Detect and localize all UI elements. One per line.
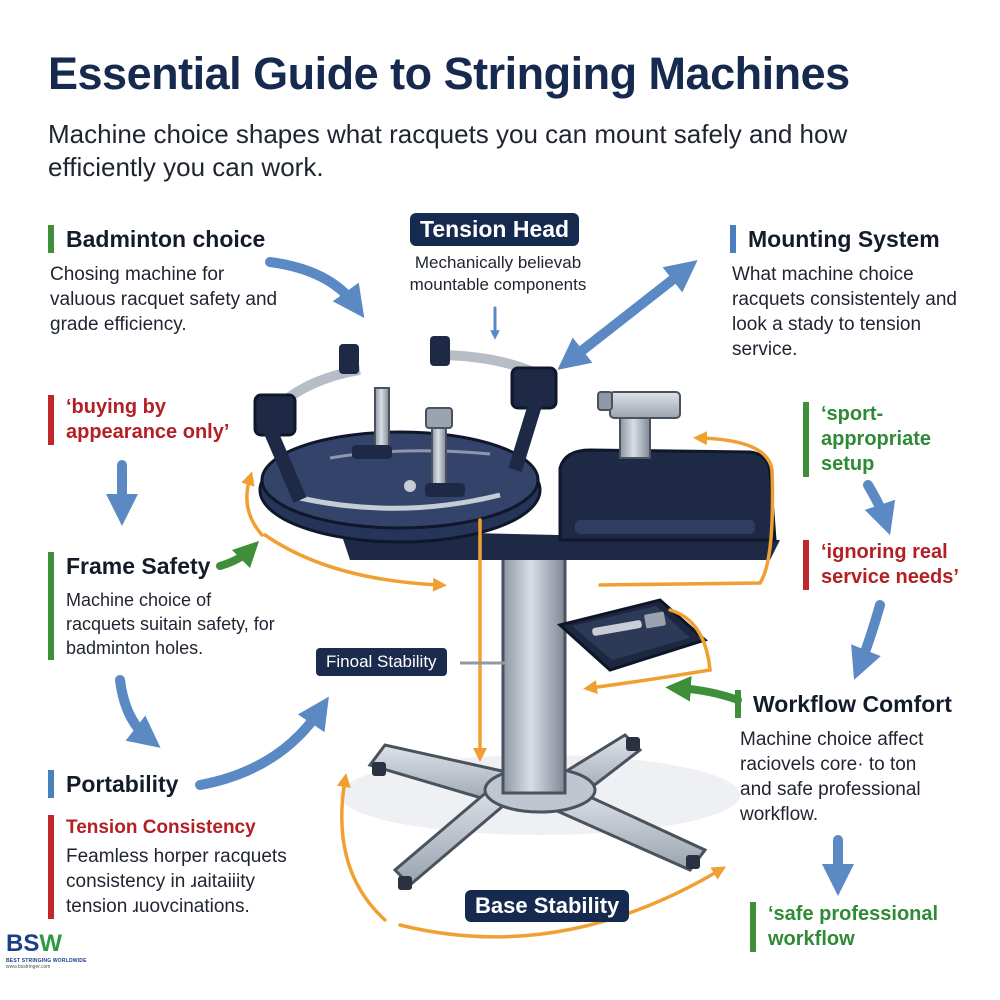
warning-safe-text: ‘safe professional workflow <box>768 903 939 950</box>
badminton-choice-block: Badminton choice <box>48 225 265 253</box>
page-subtitle: Machine choice shapes what racquets you … <box>48 119 848 182</box>
warning-safe-block: ‘safe professional workflow <box>750 902 968 952</box>
base-stability-label: Base Stability <box>475 893 620 918</box>
frame-safety-desc: Machine choice of racquets suitain safet… <box>66 590 275 658</box>
warning-sport-text: ‘sport-appropriate setup <box>821 403 932 475</box>
bsw-logo-name: BEST STRINGING WORLDWIDE <box>6 958 87 964</box>
final-stability-label: Finoal Stability <box>326 652 437 671</box>
page-title: Essential Guide to Stringing Machines <box>48 48 850 99</box>
tension-head-badge: Tension Head <box>410 213 580 246</box>
tension-consistency-block: Tension Consistency Feamless horper racq… <box>48 815 306 919</box>
base-stability-badge: Base Stability <box>465 890 630 922</box>
warning-buying-block: ‘buying by appearance only’ <box>48 395 276 445</box>
tension-head-desc: Mechanically believab mountable componen… <box>409 253 587 294</box>
portability-title: Portability <box>66 771 179 797</box>
frame-safety-title: Frame Safety <box>66 553 211 579</box>
mounting-system-desc: What machine choice racquets consistente… <box>732 264 957 360</box>
portability-block: Portability <box>48 770 178 798</box>
workflow-comfort-block: Workflow Comfort <box>735 690 952 718</box>
final-stability-badge: Finoal Stability <box>316 648 447 676</box>
machine-pole <box>501 543 567 795</box>
mounting-system-title: Mounting System <box>748 226 940 252</box>
bsw-logo: BSW BEST STRINGING WORLDWIDE www.bsstrin… <box>6 930 96 970</box>
tension-head-housing <box>558 391 777 542</box>
arrow-workflow-to-tray <box>665 676 742 704</box>
arrow-mounting-two-way <box>557 260 698 370</box>
arrow-sport-to-ignoring <box>863 480 896 536</box>
arrow-frame-safety-to-turntable <box>216 540 260 570</box>
turntable <box>258 430 780 560</box>
orange-flow-lines <box>241 431 775 939</box>
bsw-logo-url: www.bsstringer.com <box>6 964 51 970</box>
tension-consistency-desc: Feamless horper racquets consistency in … <box>66 846 287 917</box>
arrow-portability-to-stability <box>195 696 329 790</box>
blue-arrows <box>105 257 896 897</box>
workflow-comfort-desc: Machine choice affect raciovels core· to… <box>740 729 924 825</box>
tool-tray <box>556 598 708 672</box>
tension-consistency-title: Tension Consistency <box>66 817 256 838</box>
arrow-badminton-to-head <box>265 257 365 319</box>
warning-sport-block: ‘sport-appropriate setup <box>803 402 971 477</box>
tension-head-label: Tension Head <box>420 216 570 242</box>
warning-ignoring-text: ‘ignoring real service needs’ <box>821 541 959 588</box>
green-arrows <box>216 540 742 704</box>
warning-ignoring-block: ‘ignoring real service needs’ <box>803 540 986 590</box>
workflow-comfort-title: Workflow Comfort <box>753 691 952 717</box>
arrow-ignoring-to-workflow <box>851 600 885 680</box>
mounting-system-block: Mounting System <box>730 225 940 253</box>
arrow-frame-to-portability <box>115 675 161 748</box>
warning-buying-text: ‘buying by appearance only’ <box>66 396 230 443</box>
badminton-choice-title: Badminton choice <box>66 226 266 252</box>
mounting-arms <box>253 336 558 503</box>
frame-safety-block: Frame Safety Machine choice of racquets … <box>48 552 281 660</box>
bsw-logo-mark: BSW <box>6 930 62 957</box>
badminton-choice-desc: Chosing machine for valuous racquet safe… <box>50 264 278 335</box>
